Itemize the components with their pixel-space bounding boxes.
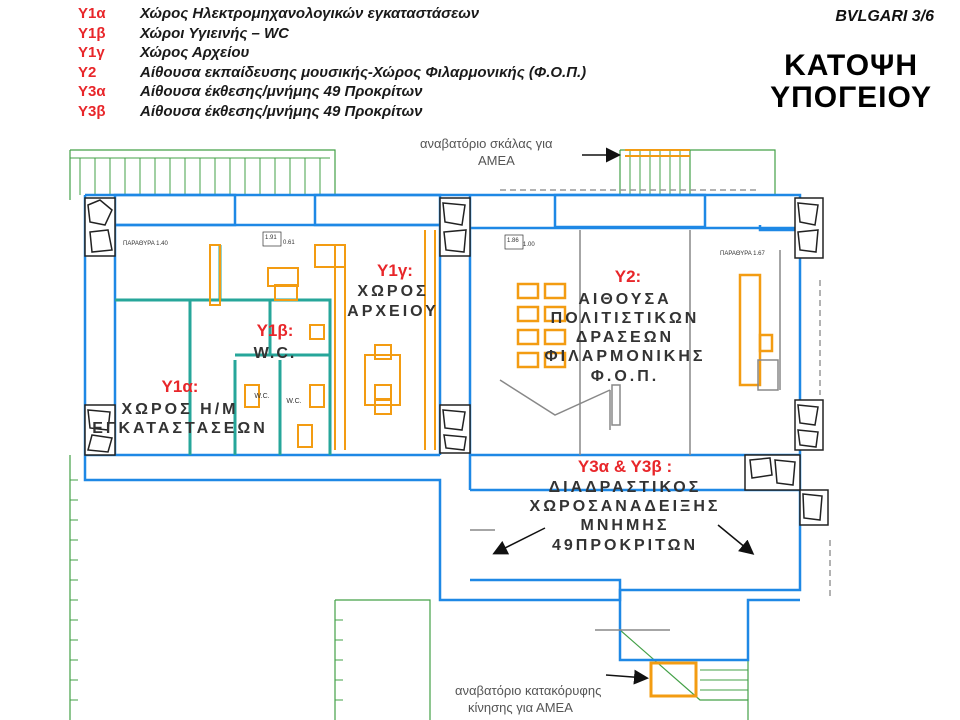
tag-dimension: 1.00	[523, 242, 535, 248]
annotations: αναβατόριο σκάλας για ΑΜΕΑ αναβατόριο κα…	[420, 136, 601, 715]
legend-text: Αίθουσα έκθεσης/μνήμης 49 Προκρίτων	[140, 102, 423, 120]
annotation-stair-lift: ΑΜΕΑ	[478, 153, 515, 168]
tag-dimension: 1.86	[507, 238, 519, 244]
sheet-title-line: ΥΠΟΓΕΙΟΥ	[770, 81, 932, 114]
legend: Υ1α Χώρος Ηλεκτρομηχανολογικών εγκαταστά…	[78, 4, 586, 121]
sheet-title: ΚΑΤΟΨΗ ΥΠΟΓΕΙΟΥ	[770, 50, 932, 114]
archive-shelves	[209, 230, 436, 450]
room-name-y1g: ΧΩΡΟΣ	[357, 283, 428, 300]
legend-code: Υ1γ	[78, 44, 105, 62]
room-name-y3: ΔΙΑΔΡΑΣΤΙΚΟΣ	[549, 479, 702, 496]
room-name-y2: ΑΙΘΟΥΣΑ	[578, 291, 671, 308]
stair-hatch	[70, 479, 748, 701]
legend-code: Υ1α	[78, 5, 106, 23]
legend-row: Υ3α Αίθουσα έκθεσης/μνήμης 49 Προκρίτων	[78, 82, 586, 102]
tag-window: ΠΑΡΑΘΥΡΑ 1.40	[123, 241, 168, 247]
stair-hatch	[79, 158, 321, 195]
legend-code: Υ1β	[78, 24, 106, 42]
legend-code: Υ3α	[78, 83, 106, 101]
room-name-y3: ΧΩΡΟΣΑΝΑΔΕΙΞΗΣ	[530, 498, 721, 515]
room-code-y1b: Υ1β:	[257, 321, 294, 340]
room-name-y3: 49ΠΡΟΚΡΙΤΩΝ	[552, 537, 698, 554]
annotation-vertical-lift: κίνησης για ΑΜΕΑ	[468, 700, 573, 715]
room-name-y1b: W.C.	[254, 345, 297, 362]
room-name-y2: ΠΟΛΙΤΙΣΤΙΚΩΝ	[551, 310, 700, 327]
legend-text: Χώροι Υγιεινής – WC	[140, 24, 290, 42]
legend-row: Υ1β Χώροι Υγιεινής – WC	[78, 24, 586, 44]
exhibit-arrows	[492, 524, 755, 555]
annotation-stair-lift: αναβατόριο σκάλας για	[420, 136, 553, 151]
legend-row: Υ2 Αίθουσα εκπαίδευσης μουσικής-Χώρος Φι…	[78, 63, 586, 83]
annotation-arrows	[582, 147, 649, 685]
sheet-title-line: ΚΑΤΟΨΗ	[784, 49, 918, 82]
room-name-y2: ΔΡΑΣΕΩΝ	[576, 329, 674, 346]
legend-code: Υ2	[78, 63, 97, 81]
tag-dimension: 0.61	[283, 240, 295, 246]
vertical-lift	[649, 661, 698, 698]
room-name-y1a: ΕΓΚΑΤΑΣΤΑΣΕΩΝ	[92, 420, 268, 437]
interior-detail	[470, 230, 781, 631]
room-code-y3: Υ3α & Υ3β :	[578, 457, 672, 476]
tag-dimension: 1.91	[265, 235, 277, 241]
sheet-id: BVLGARI 3/6	[835, 8, 934, 25]
legend-text: Χώρος Αρχείου	[140, 44, 250, 62]
room-code-y2: Υ2:	[615, 267, 641, 286]
room-code-y1a: Υ1α:	[162, 377, 199, 396]
stair-lift	[625, 149, 690, 157]
room-name-y2: Φ.Ο.Π.	[591, 368, 659, 385]
room-name-y2: ΦΙΛΑΡΜΟΝΙΚΗΣ	[545, 348, 706, 365]
boundary-dash	[500, 189, 831, 600]
room-labels: Υ1α: ΧΩΡΟΣ Η/Μ ΕΓΚΑΤΑΣΤΑΣΕΩΝ Υ1β: W.C. W…	[92, 261, 721, 554]
music-room-furniture	[516, 273, 774, 387]
legend-text: Χώρος Ηλεκτρομηχανολογικών εγκαταστάσεων	[140, 5, 480, 23]
room-wc-small: W.C.	[254, 393, 269, 400]
room-tags: 1.91 0.61 1.86 1.00 ΠΑΡΑΘΥΡΑ 1.40 ΠΑΡΑΘΥ…	[123, 231, 765, 257]
room-name-y1a: ΧΩΡΟΣ Η/Μ	[122, 401, 239, 418]
room-name-y3: ΜΝΗΜΗΣ	[581, 517, 670, 534]
tag-window: ΠΑΡΑΘΥΡΑ 1.67	[720, 251, 765, 257]
room-code-y1g: Υ1γ:	[377, 261, 413, 280]
legend-code: Υ3β	[78, 102, 106, 120]
annotation-vertical-lift: αναβατόριο κατακόρυφης	[455, 683, 601, 698]
room-name-y1g: ΑΡΧΕΙΟΥ	[347, 303, 439, 320]
legend-text: Αίθουσα εκπαίδευσης μουσικής-Χώρος Φιλαρ…	[140, 63, 587, 81]
legend-text: Αίθουσα έκθεσης/μνήμης 49 Προκρίτων	[140, 83, 423, 101]
stair-hatch	[629, 150, 681, 195]
legend-row: Υ1α Χώρος Ηλεκτρομηχανολογικών εγκαταστά…	[78, 4, 586, 24]
stone-walls	[84, 197, 829, 526]
legend-row: Υ3β Αίθουσα έκθεσης/μνήμης 49 Προκρίτων	[78, 102, 586, 122]
legend-row: Υ1γ Χώρος Αρχείου	[78, 43, 586, 63]
room-wc-small: W.C.	[286, 398, 301, 405]
